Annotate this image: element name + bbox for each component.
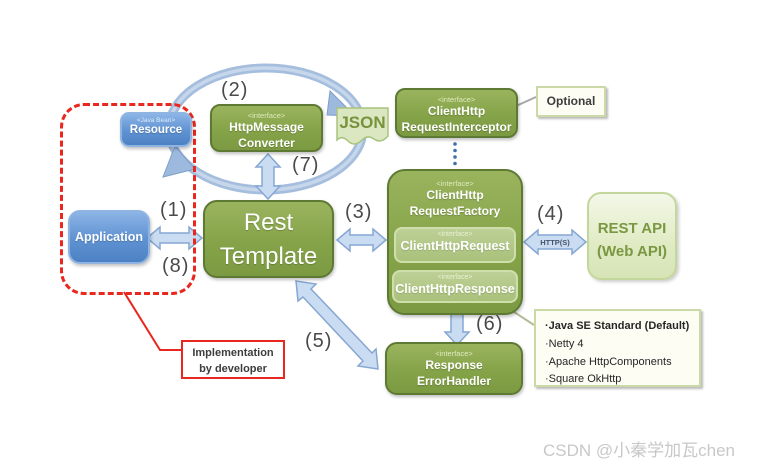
arrow-converter-resttemplate: [254, 152, 282, 201]
list-item: ·Apache HttpComponents: [545, 355, 672, 368]
step-1-label: (1): [160, 199, 188, 221]
node-resource: <Java Bean> Resource: [120, 112, 192, 147]
arrowhead-to-resource-icon: [162, 145, 196, 178]
step-8-label: (8): [162, 255, 190, 277]
factory-label: ClientHttp RequestFactory: [409, 188, 501, 218]
step-5-label: (5): [305, 330, 333, 352]
node-client-http-request: <interface> ClientHttpRequest: [394, 227, 516, 263]
step-4-label: (4): [537, 203, 565, 225]
factory-implementations-list: ·Java SE Standard (Default) ·Netty 4 ·Ap…: [534, 309, 701, 387]
factory-stereotype: <interface>: [436, 179, 474, 188]
step-2-label: (2): [221, 79, 249, 101]
interceptor-stereotype: <interface>: [437, 95, 476, 104]
list-item: ·Java SE Standard (Default): [545, 320, 690, 332]
resource-label: Resource: [129, 124, 183, 136]
node-request-interceptor: <interface> ClientHttp RequestIntercepto…: [395, 88, 518, 138]
application-label: Application: [74, 230, 144, 244]
response-stereotype: <interface>: [437, 274, 473, 281]
step-7-label: (7): [292, 154, 320, 176]
node-request-factory: <interface> ClientHttp RequestFactory <i…: [387, 169, 523, 315]
implementation-note: Implementation by developer: [181, 340, 285, 379]
request-label: ClientHttpRequest: [400, 239, 510, 254]
node-application: Application: [68, 210, 150, 264]
json-label: JSON: [339, 113, 386, 132]
list-item: ·Netty 4: [545, 337, 584, 350]
red-connector-implementation: [123, 291, 181, 351]
node-response-error-handler: <interface> Response ErrorHandler: [385, 342, 523, 395]
rest-template-label: Rest Template: [219, 209, 318, 271]
node-rest-api: REST API (Web API): [587, 192, 677, 280]
converter-stereotype: <interface>: [247, 111, 286, 120]
request-stereotype: <interface>: [437, 231, 473, 238]
node-httpmessage-converter: <interface> HttpMessage Converter: [210, 104, 323, 152]
arrow-factory-restapi: [522, 228, 588, 256]
response-label: ClientHttpResponse: [395, 282, 515, 297]
implementation-note-label: Implementation by developer: [192, 347, 274, 375]
resource-stereotype: <Java Bean>: [136, 117, 176, 124]
converter-label: HttpMessage Converter: [229, 120, 304, 150]
interceptor-label: ClientHttp RequestInterceptor: [401, 104, 512, 134]
list-item: ·Square OkHttp: [545, 373, 622, 386]
json-ribbon-shape: [336, 107, 389, 145]
optional-note: Optional: [536, 86, 606, 117]
node-client-http-response: <interface> ClientHttpResponse: [392, 270, 518, 303]
errorhandler-label: Response ErrorHandler: [416, 358, 492, 388]
rest-api-label: REST API (Web API): [597, 220, 667, 260]
errorhandler-stereotype: <interface>: [435, 349, 473, 358]
arrow-resttemplate-errorhandler: [295, 280, 379, 370]
developer-implemented-region: [60, 103, 196, 295]
arrow-application-resttemplate: [145, 225, 204, 251]
https-edge-label: HTTP(S): [540, 238, 570, 247]
step-3-label: (3): [345, 201, 373, 223]
step-6-label: (6): [476, 313, 504, 335]
csdn-watermark: CSDN @小秦学加瓦chen: [543, 441, 736, 460]
dotted-link-interceptor-factory: [453, 142, 457, 166]
node-rest-template: Rest Template: [203, 200, 334, 278]
arrow-resttemplate-factory: [335, 227, 388, 253]
